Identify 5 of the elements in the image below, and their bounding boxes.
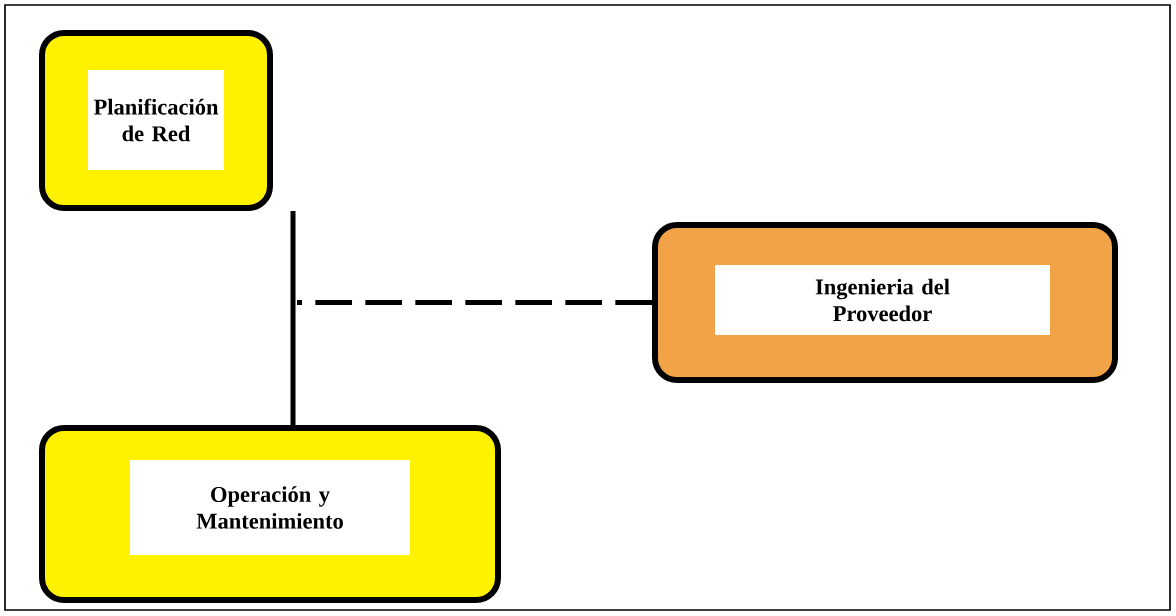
connector: [290, 211, 296, 425]
process-box: Operación y Mantenimiento: [39, 425, 501, 603]
connector: [297, 300, 652, 305]
process-box: Ingenieria del Proveedor: [652, 222, 1118, 383]
process-box: Planificación de Red: [39, 30, 273, 211]
